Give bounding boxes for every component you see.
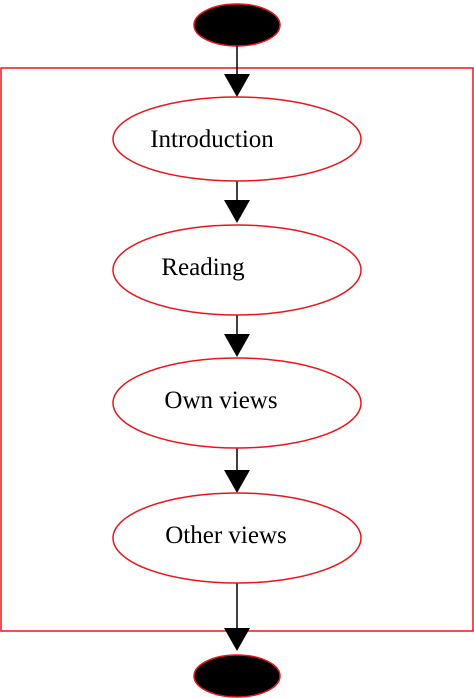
edge-other-views-end	[224, 583, 250, 651]
arrowhead-icon	[224, 470, 250, 493]
edge-start-introduction	[224, 46, 250, 97]
start-node	[193, 3, 281, 47]
arrowhead-icon	[224, 200, 250, 223]
node-own-views-label: Own views	[164, 387, 277, 414]
node-reading-label: Reading	[161, 254, 245, 281]
end-node	[193, 654, 281, 698]
arrowhead-icon	[224, 74, 250, 97]
node-other-views: Other views	[112, 492, 362, 584]
arrowhead-icon	[224, 628, 250, 651]
edge-own-views-other-views	[224, 448, 250, 493]
node-introduction: Introduction	[112, 96, 362, 182]
edge-introduction-reading	[224, 180, 250, 223]
node-introduction-label: Introduction	[150, 126, 274, 153]
node-reading: Reading	[112, 224, 362, 316]
node-other-views-label: Other views	[165, 522, 287, 549]
edge-reading-own-views	[224, 314, 250, 357]
arrowhead-icon	[224, 334, 250, 357]
node-own-views: Own views	[112, 357, 362, 449]
